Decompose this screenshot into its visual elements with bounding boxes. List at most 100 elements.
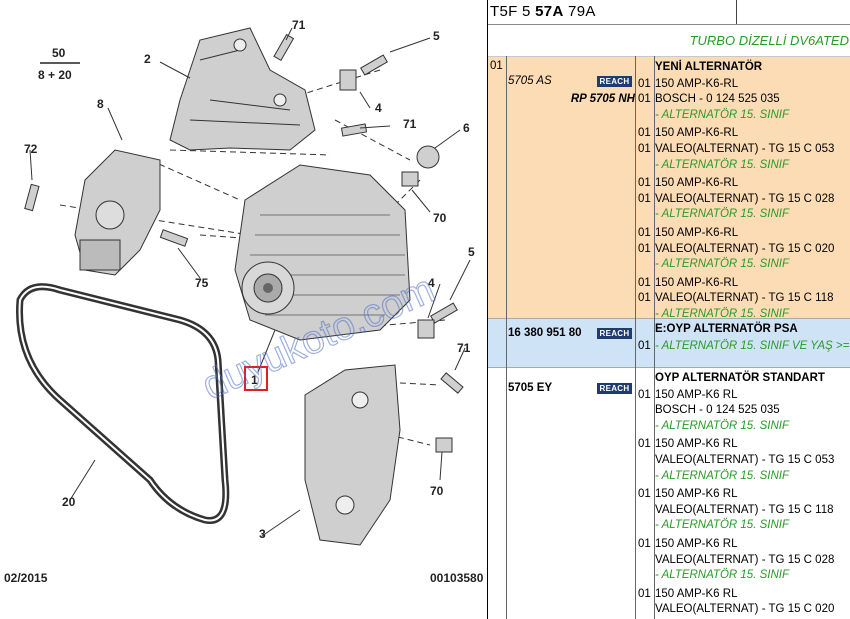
- row-quantity: 01: [638, 438, 651, 451]
- part-row[interactable]: - ALTERNATÖR 15. SINIF: [638, 207, 850, 222]
- row-description: 150 AMP-K6-RL: [655, 276, 739, 289]
- row-description: - ALTERNATÖR 15. SINIF: [655, 258, 789, 271]
- row-description: - ALTERNATÖR 15. SINIF: [655, 569, 789, 582]
- part-reference: 5705 EY: [508, 382, 553, 394]
- row-description: - ALTERNATÖR 15. SINIF: [655, 158, 789, 171]
- callout-1: 1: [251, 373, 258, 387]
- row-description: 150 AMP-K6 RL: [655, 438, 738, 451]
- catalog-code-suffix: 79A: [563, 3, 596, 20]
- exploded-diagram: 50 8 + 20: [4, 18, 484, 585]
- part-row[interactable]: - ALTERNATÖR 15. SINIF: [638, 469, 850, 484]
- sub-reference: RP 5705 NH: [570, 93, 635, 105]
- catalog-header: T5F 5 57A 79A: [488, 0, 850, 25]
- part-row[interactable]: - ALTERNATÖR 15. SINIF: [638, 307, 850, 318]
- part-row[interactable]: - ALTERNATÖR 15. SINIF: [638, 518, 850, 533]
- callout-4-top: 4: [375, 101, 382, 115]
- callout-5-top: 5: [433, 29, 440, 43]
- callout-70-top: 70: [433, 211, 447, 225]
- column-divider: [635, 56, 636, 619]
- row-description: E:OYP ALTERNATÖR PSA: [655, 323, 798, 335]
- callout-20: 20: [62, 495, 76, 509]
- row-quantity: 01: [638, 143, 651, 155]
- row-description: - ALTERNATÖR 15. SINIF: [655, 419, 789, 432]
- row-quantity: 01: [638, 292, 651, 305]
- row-description: 150 AMP-K6 RL: [655, 488, 738, 501]
- callout-3: 3: [259, 527, 266, 541]
- catalog-code-bold: 57A: [535, 3, 564, 20]
- part-row[interactable]: - ALTERNATÖR 15. SINIF: [638, 158, 850, 173]
- part-row[interactable]: - ALTERNATÖR 15. SINIF: [638, 257, 850, 272]
- selected-part-highlight[interactable]: [244, 366, 268, 391]
- part-row[interactable]: - ALTERNATÖR 15. SINIF: [638, 108, 850, 123]
- row-description: - ALTERNATÖR 15. SINIF: [655, 469, 789, 482]
- part-row[interactable]: - ALTERNATÖR 15. SINIF: [638, 419, 850, 434]
- callout-71-mid: 71: [403, 117, 417, 131]
- bracket-lower: [304, 364, 401, 546]
- row-description: VALEO(ALTERNAT) - TG 15 C 118: [655, 503, 834, 516]
- part-row[interactable]: VALEO(ALTERNAT) - TG 15 C 053: [638, 453, 850, 468]
- part-row[interactable]: VALEO(ALTERNAT) - TG 15 C 020: [638, 602, 850, 617]
- engine-row: TURBO DİZELLİ DV6ATED: [488, 25, 850, 55]
- row-description: - ALTERNATÖR 15. SINIF: [655, 208, 789, 221]
- part-row[interactable]: 01 150 AMP-K6 RL: [638, 437, 850, 452]
- row-description: VALEO(ALTERNAT) - TG 15 C 020: [655, 603, 835, 616]
- drive-belt: [16, 283, 230, 524]
- part-row[interactable]: 01 150 AMP-K6-RL: [638, 226, 850, 241]
- row-description: 150 AMP-K6-RL: [655, 227, 739, 239]
- reach-badge[interactable]: REACH: [597, 328, 632, 339]
- row-quantity: 01: [638, 538, 651, 550]
- reach-badge[interactable]: REACH: [597, 76, 632, 87]
- part-row[interactable]: BOSCH - 0 124 525 035: [638, 403, 850, 418]
- row-description: YENİ ALTERNATÖR: [655, 61, 763, 73]
- callout-4-mid: 4: [428, 276, 435, 290]
- row-quantity: 01: [638, 177, 651, 190]
- part-row[interactable]: 01- ALTERNATÖR 15. SINIF VE YAŞ >=: [638, 339, 850, 354]
- part-row[interactable]: - ALTERNATÖR 15. SINIF: [638, 568, 850, 583]
- column-divider: [506, 56, 507, 619]
- callout-71-top: 71: [292, 18, 306, 32]
- part-row[interactable]: 01 VALEO(ALTERNAT) - TG 15 C 028: [638, 192, 850, 207]
- row-quantity: 01: [638, 192, 651, 205]
- header-divider: [736, 0, 737, 24]
- row-description: BOSCH - 0 124 525 035: [655, 93, 780, 106]
- row-quantity: 01: [638, 127, 651, 140]
- part-row[interactable]: 01 150 AMP-K6 RL: [638, 537, 850, 552]
- callout-2: 2: [144, 52, 151, 66]
- callout-70-low: 70: [430, 484, 444, 498]
- callout-72: 72: [24, 142, 38, 156]
- callout-6: 6: [463, 121, 470, 135]
- row-description: OYP ALTERNATÖR STANDART: [655, 372, 825, 384]
- parts-block-standard[interactable]: 5705 EY REACH OYP ALTERNATÖR STANDART 01 150…: [488, 367, 850, 619]
- row-description: 150 AMP-K6 RL: [655, 587, 738, 600]
- part-row[interactable]: 01 150 AMP-K6 RL: [638, 587, 850, 602]
- diagram-code: 00103580: [430, 571, 484, 585]
- fraction-top: 50: [52, 46, 66, 60]
- part-reference: 5705 AS: [508, 75, 552, 87]
- part-row[interactable]: OYP ALTERNATÖR STANDART: [638, 371, 850, 386]
- part-row[interactable]: VALEO(ALTERNAT) - TG 15 C 028: [638, 553, 850, 568]
- parts-block-new[interactable]: 01 5705 AS REACH RP 5705 NH YENİ ALTERNATÖR 0…: [488, 56, 850, 318]
- row-quantity: 01: [638, 587, 651, 600]
- part-row[interactable]: VALEO(ALTERNAT) - TG 15 C 118: [638, 503, 850, 518]
- row-description: 150 AMP-K6 RL: [655, 538, 738, 550]
- part-row[interactable]: E:OYP ALTERNATÖR PSA: [638, 322, 850, 337]
- row-quantity: 01: [638, 388, 651, 401]
- reach-badge[interactable]: REACH: [597, 383, 632, 394]
- callout-8: 8: [97, 97, 104, 111]
- part-row[interactable]: YENİ ALTERNATÖR: [638, 60, 850, 75]
- diagram-date: 02/2015: [4, 571, 48, 585]
- row-description: VALEO(ALTERNAT) - TG 15 C 028: [655, 192, 835, 205]
- row-quantity: 01: [638, 227, 651, 239]
